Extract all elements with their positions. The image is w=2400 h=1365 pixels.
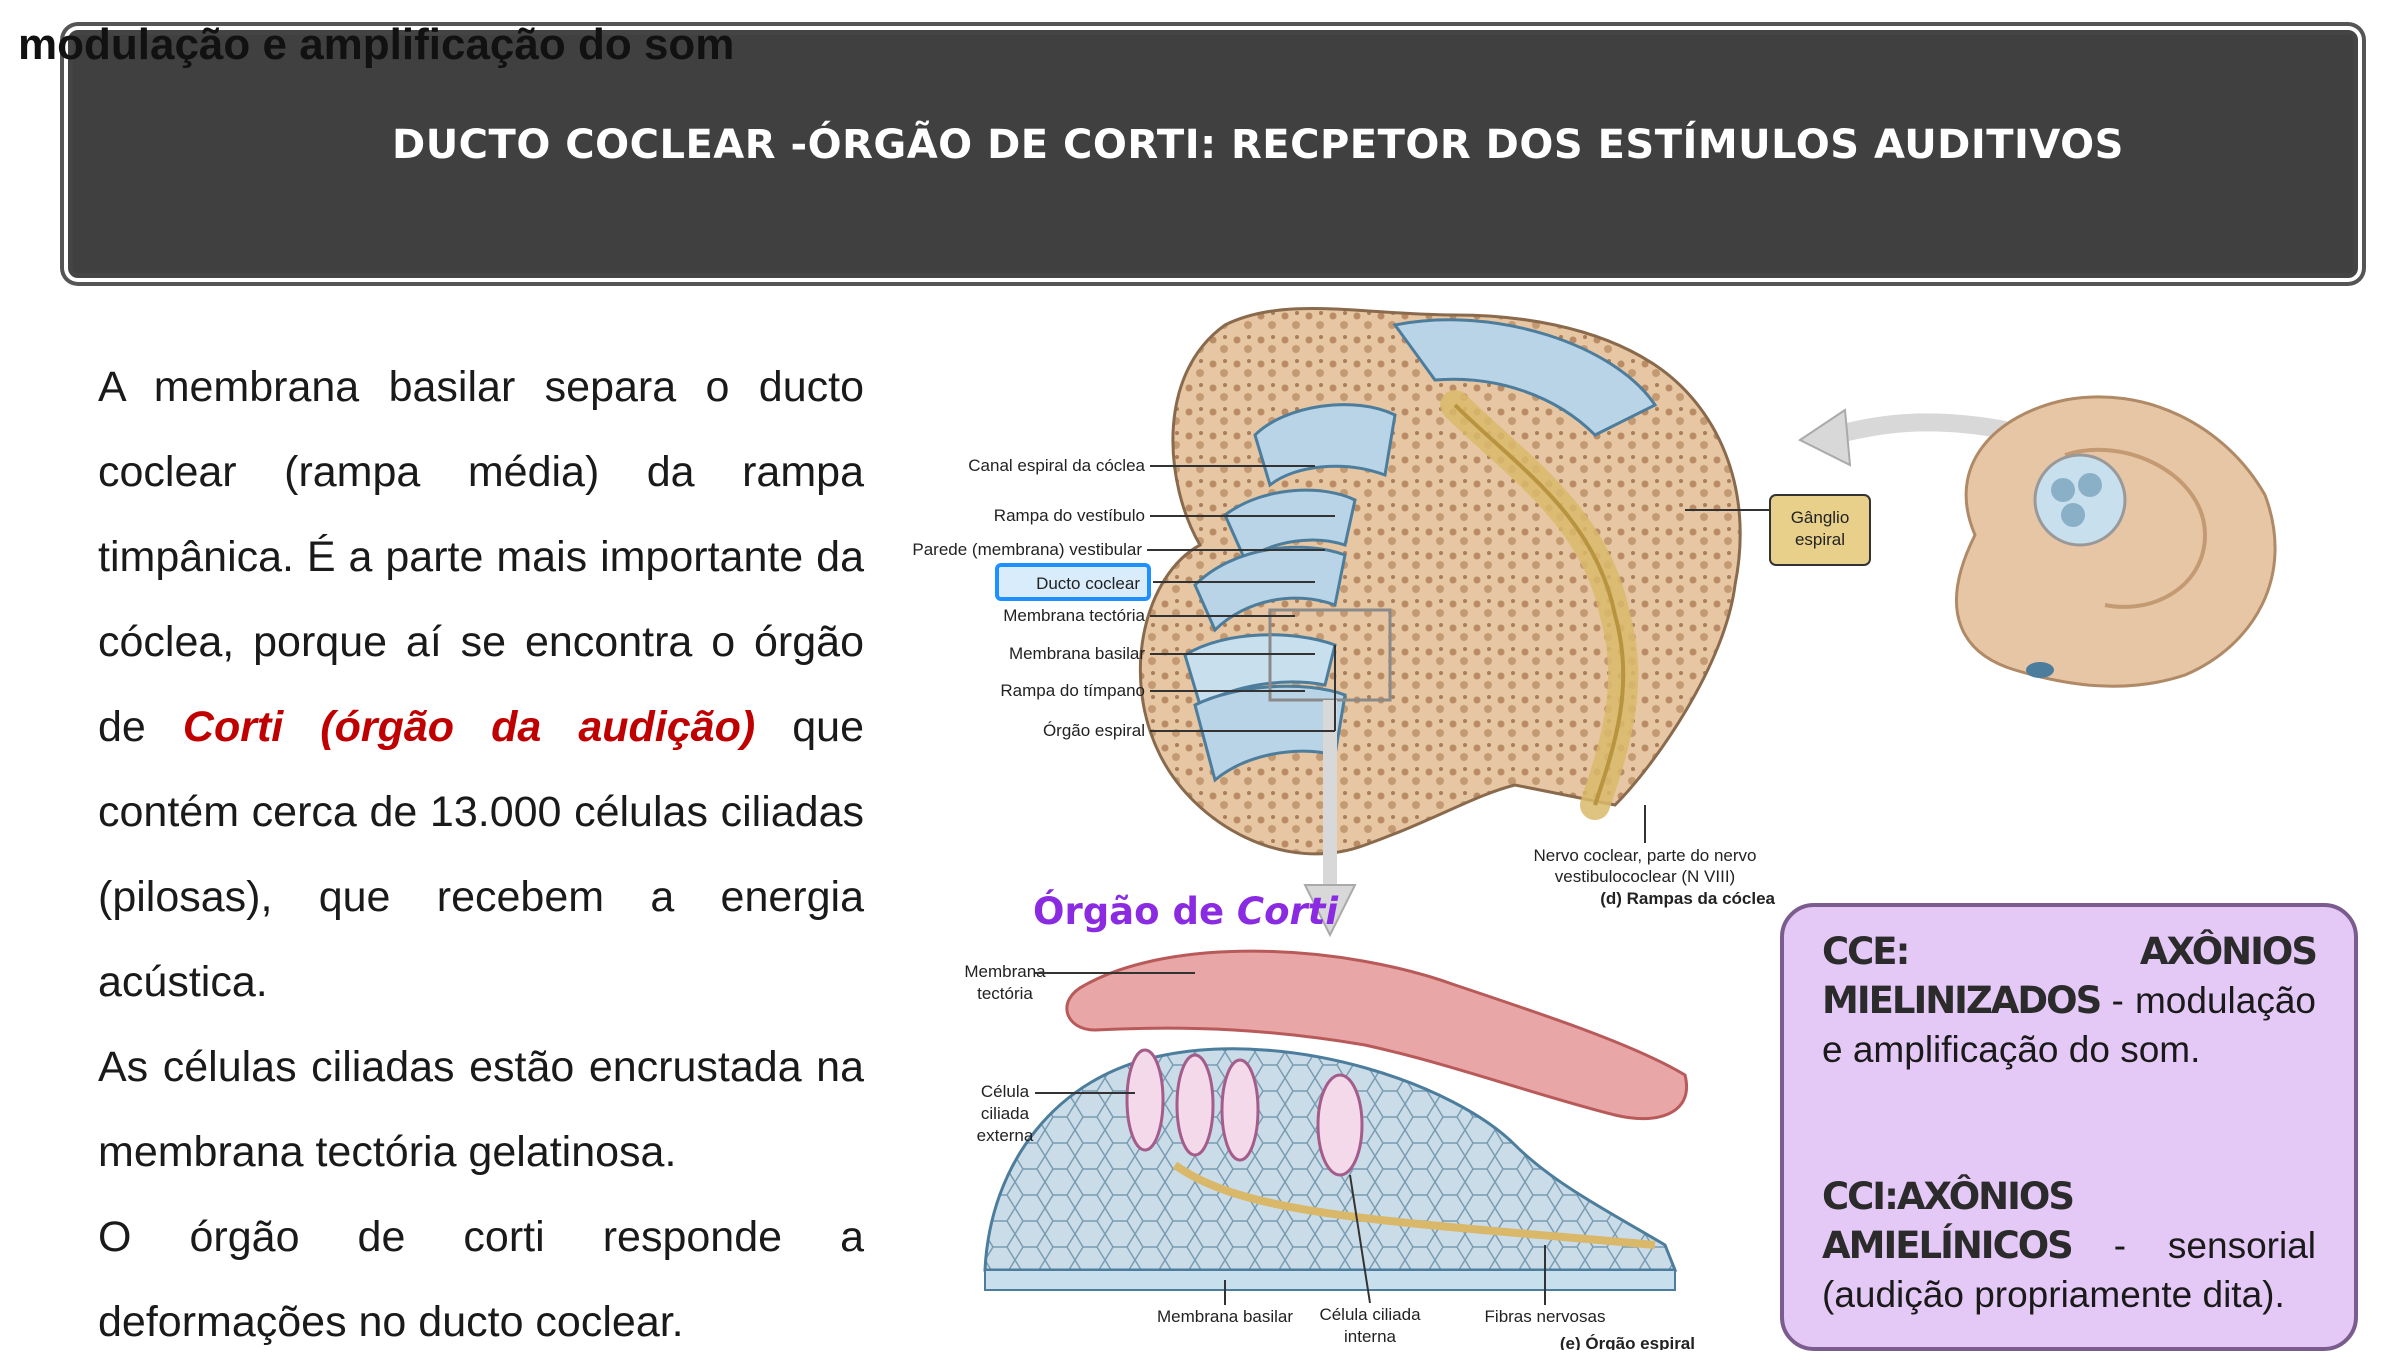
body-text: A membrana basilar separa o ducto coclea… [98, 345, 864, 1365]
info-cci-heading: CCI:AXÔNIOS AMIELÍNICOS [1822, 1175, 2075, 1267]
label-rampa-timpano: Rampa do tímpano [1000, 681, 1145, 700]
label-orgao-espiral: Órgão espiral [1043, 721, 1145, 740]
label-membrana-tectoria: Membrana tectória [1003, 606, 1145, 625]
organ-labels: Membrana tectória Célula ciliada externa… [964, 962, 1695, 1350]
page-title: DUCTO COCLEAR -ÓRGÃO DE CORTI: RECPETOR … [392, 122, 2124, 168]
cochlea-labels: Canal espiral da cóclea Rampa do vestíbu… [912, 456, 1775, 908]
corti-highlight: Corti (órgão da audição) [182, 703, 756, 751]
label-fibras: Fibras nervosas [1485, 1307, 1606, 1326]
zoom-arrow-head [1303, 884, 1357, 938]
corti-caption-italic: Corti [1236, 890, 1339, 933]
paragraph-2: As células ciliadas estão encrustada na … [98, 1043, 864, 1176]
info-cci-text: - sensorial (audição propriamente dita). [1822, 1225, 2316, 1315]
hair-cells [1125, 1048, 1364, 1177]
ducto-coclear-highlight [995, 563, 1151, 601]
ganglion-label-2: espiral [1795, 530, 1845, 549]
label-interna-2: interna [1344, 1327, 1397, 1346]
paragraph-3: O órgão de corti responde a deformações … [98, 1213, 864, 1346]
panel-e-caption: (e) Órgão espiral [1560, 1334, 1695, 1350]
ganglion-label-1: Gânglio [1791, 508, 1850, 527]
label-cel-3: externa [977, 1126, 1034, 1145]
label-canal-espiral: Canal espiral da cóclea [968, 456, 1145, 475]
cochlea-figure: Gânglio espiral Canal espiral da cóclea … [912, 306, 2277, 1350]
label-nervo-1: Nervo coclear, parte do nervo [1533, 846, 1756, 865]
ganglion-label-box [1769, 494, 1871, 566]
info-cce-text: - modulação e amplificação do som. [1822, 980, 2316, 1070]
cochlea-snail [1955, 395, 2277, 688]
label-rampa-vestibulo: Rampa do vestíbulo [994, 506, 1145, 525]
organ-of-corti [983, 949, 1688, 1291]
title-banner: DUCTO COCLEAR -ÓRGÃO DE CORTI: RECPETOR … [68, 30, 2358, 278]
info-cce-heading: CCE: AXÔNIOS MIELINIZADOS [1822, 930, 2318, 1022]
info-cce: CCE: AXÔNIOS MIELINIZADOS - modulação e … [1822, 927, 2318, 1074]
label-parede-vestibular: Parede (membrana) vestibular [912, 540, 1142, 559]
label-ducto-coclear: Ducto coclear [1036, 574, 1140, 593]
side-arrow-head [1798, 408, 1852, 467]
corti-caption-text: Órgão de [1033, 890, 1237, 933]
label-membrana-basilar-e: Membrana basilar [1157, 1307, 1293, 1326]
info-cci: CCI:AXÔNIOS AMIELÍNICOS - sensorial (aud… [1822, 1172, 2316, 1319]
cochlea-cross-section [1138, 306, 1742, 856]
label-interna-1: Célula ciliada [1319, 1305, 1421, 1324]
info-box: CCE: AXÔNIOS MIELINIZADOS - modulação e … [1780, 903, 2358, 1351]
paragraph-1-text-a: A membrana basilar separa o ducto coclea… [98, 363, 864, 751]
corti-caption: Órgão de Corti [1033, 890, 1338, 933]
paragraph-1-text-b: que contém cerca de 13.000 células cilia… [98, 703, 864, 1006]
label-cel-2: ciliada [981, 1104, 1030, 1123]
label-tect-2: tectória [977, 984, 1033, 1003]
side-arrow [1832, 413, 2007, 444]
label-membrana-basilar: Membrana basilar [1009, 644, 1145, 663]
panel-d-caption: (d) Rampas da cóclea [1600, 889, 1775, 908]
label-nervo-2: vestibulococlear (N VIII) [1555, 867, 1735, 886]
overlay-heading: modulação e amplificação do som [18, 20, 735, 69]
label-tect-1: Membrana [964, 962, 1046, 981]
label-cel-1: Célula [981, 1082, 1030, 1101]
paragraph-1: A membrana basilar separa o ducto coclea… [98, 345, 864, 1025]
